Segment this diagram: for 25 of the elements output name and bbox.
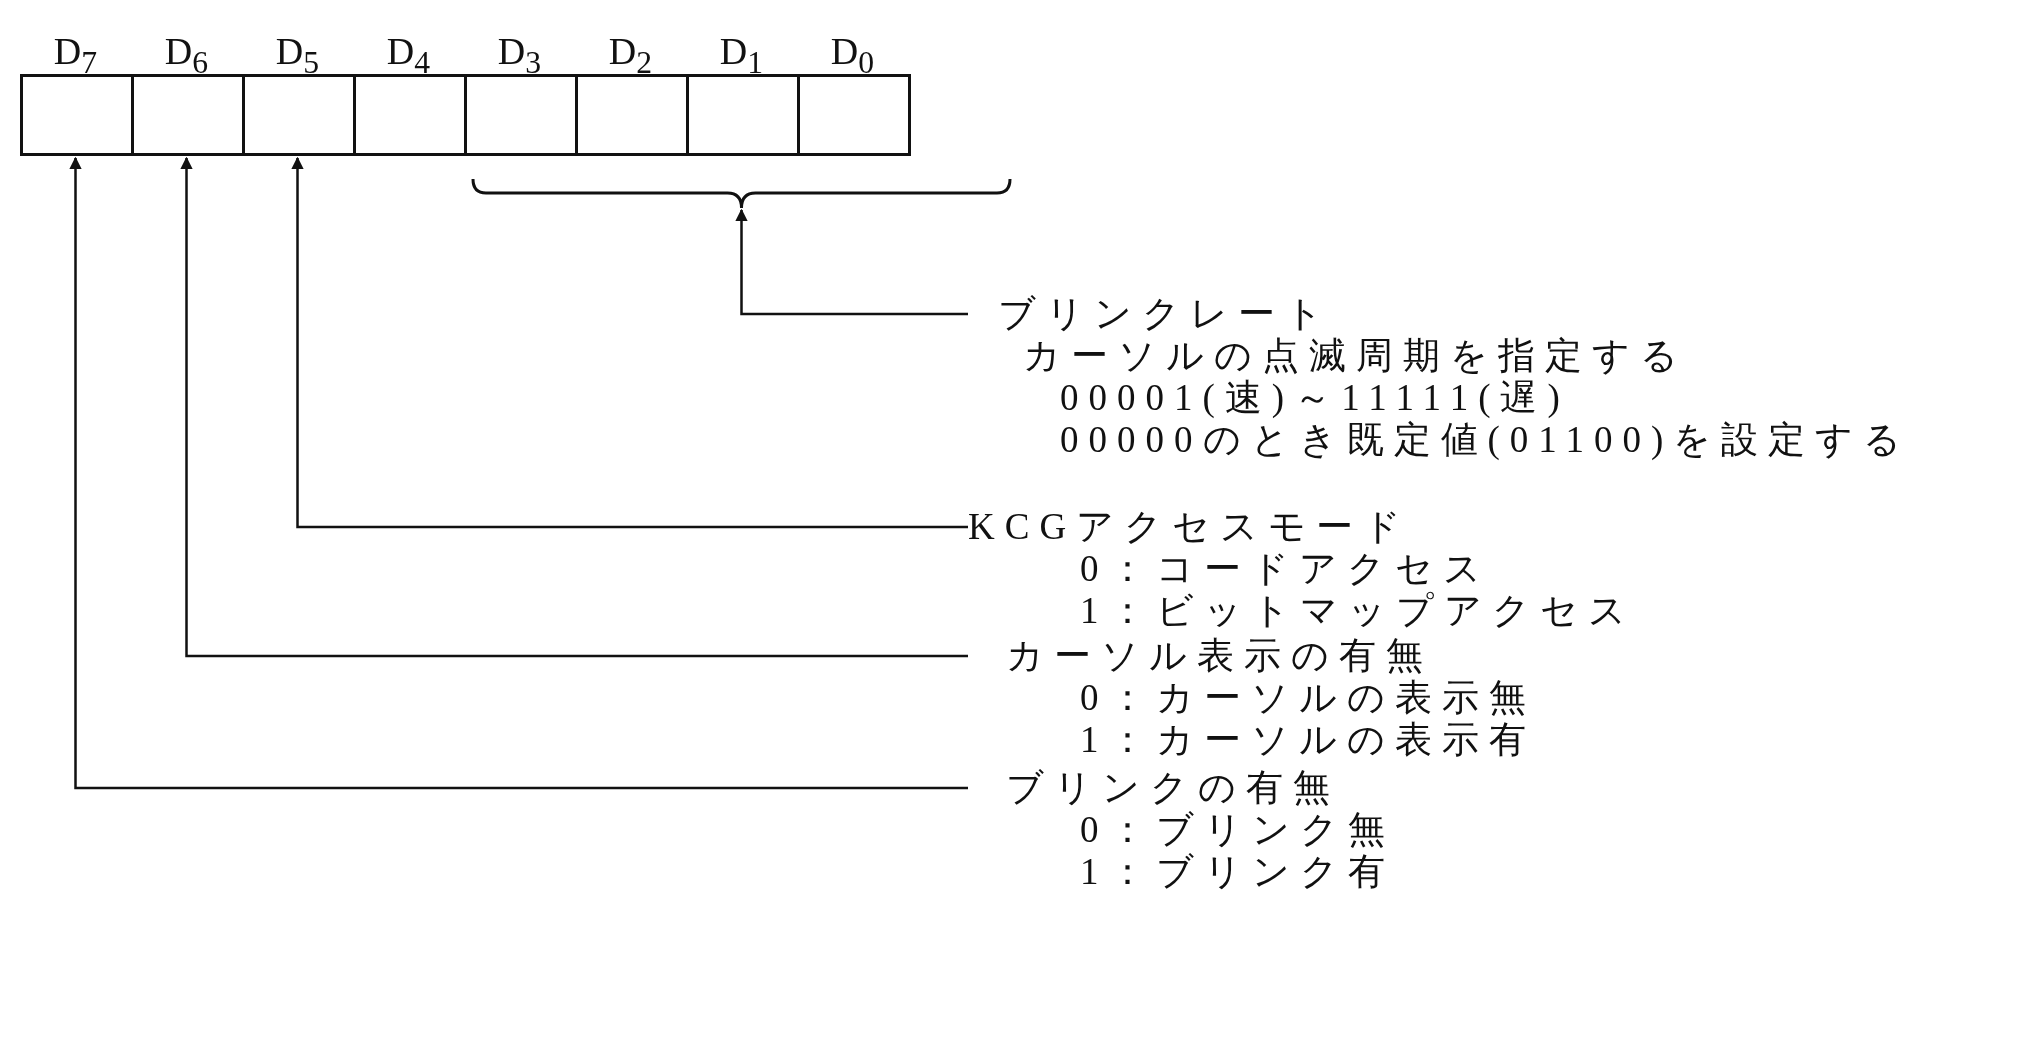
leader-arrow [69,156,968,790]
description-text: 00001(速)～11111(遅) [1060,377,1570,419]
bit-label: D$_{0}$ [829,30,876,72]
bit-label: D$_{5}$ [274,30,321,72]
bit-label: D$_{6}$ [163,30,210,72]
description-text: 0：ブリンク無 [1080,809,1395,851]
description-text: 00000のとき既定値(01100)を設定する [1060,419,1912,461]
description-text: 1：ビットマップアクセス [1080,590,1636,632]
description-text: 0：コードアクセス [1080,548,1491,590]
description-text: 1：ブリンク有 [1080,851,1395,893]
bit-label: D$_{4}$ [385,30,432,72]
bit-field-name: KCGアクセスモード [968,506,1412,548]
description-text: 0：カーソルの表示無 [1080,677,1536,719]
description-text: カーソルの点滅周期を指定する [1023,335,1688,377]
bit-field-name: ブリンクレート [998,293,1333,335]
leader-arrow [735,208,968,316]
bit-label: D$_{1}$ [718,30,765,72]
bit-label: D$_{7}$ [52,30,99,72]
bit-field-name: カーソル表示の有無 [1006,635,1433,677]
bit-label: D$_{2}$ [607,30,654,72]
bit-label: D$_{3}$ [496,30,543,72]
leader-arrow [180,156,968,658]
bit-field-name: ブリンクの有無 [1006,767,1340,809]
leader-arrow [291,156,968,529]
description-text: 1：カーソルの表示有 [1080,719,1536,761]
